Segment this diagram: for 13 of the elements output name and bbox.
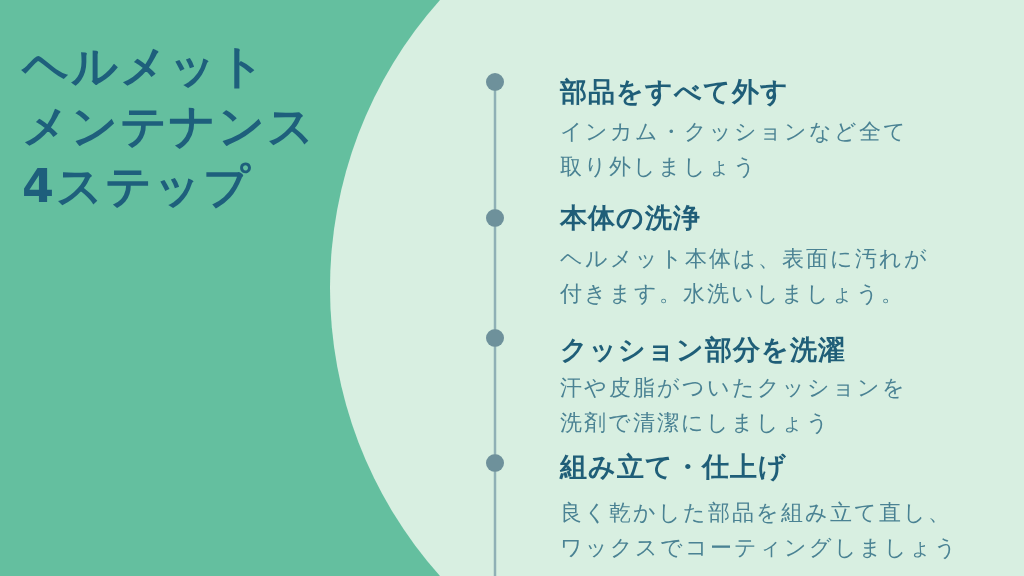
timeline-line [493, 91, 497, 209]
step-description: インカム・クッションなど全て取り外しましょう [560, 117, 908, 181]
page-title: ヘルメットメンテナンス4ステップ [22, 38, 316, 215]
timeline-line [493, 227, 497, 329]
step-description: 汗や皮脂がついたクッションを洗剤で清潔にしましょう [560, 373, 907, 437]
step-heading: 本体の洗浄 [560, 201, 701, 235]
step-description: 良く乾かした部品を組み立て直し、ワックスでコーティングしましょう [560, 498, 959, 562]
step-description: ヘルメット本体は、表面に汚れが付きます。水洗いしましょう。 [560, 244, 929, 308]
step-heading: 組み立て・仕上げ [560, 450, 787, 484]
step-heading: クッション部分を洗濯 [560, 333, 846, 367]
timeline-line [493, 472, 497, 576]
timeline-line [493, 347, 497, 454]
step-heading: 部品をすべて外す [560, 75, 789, 109]
